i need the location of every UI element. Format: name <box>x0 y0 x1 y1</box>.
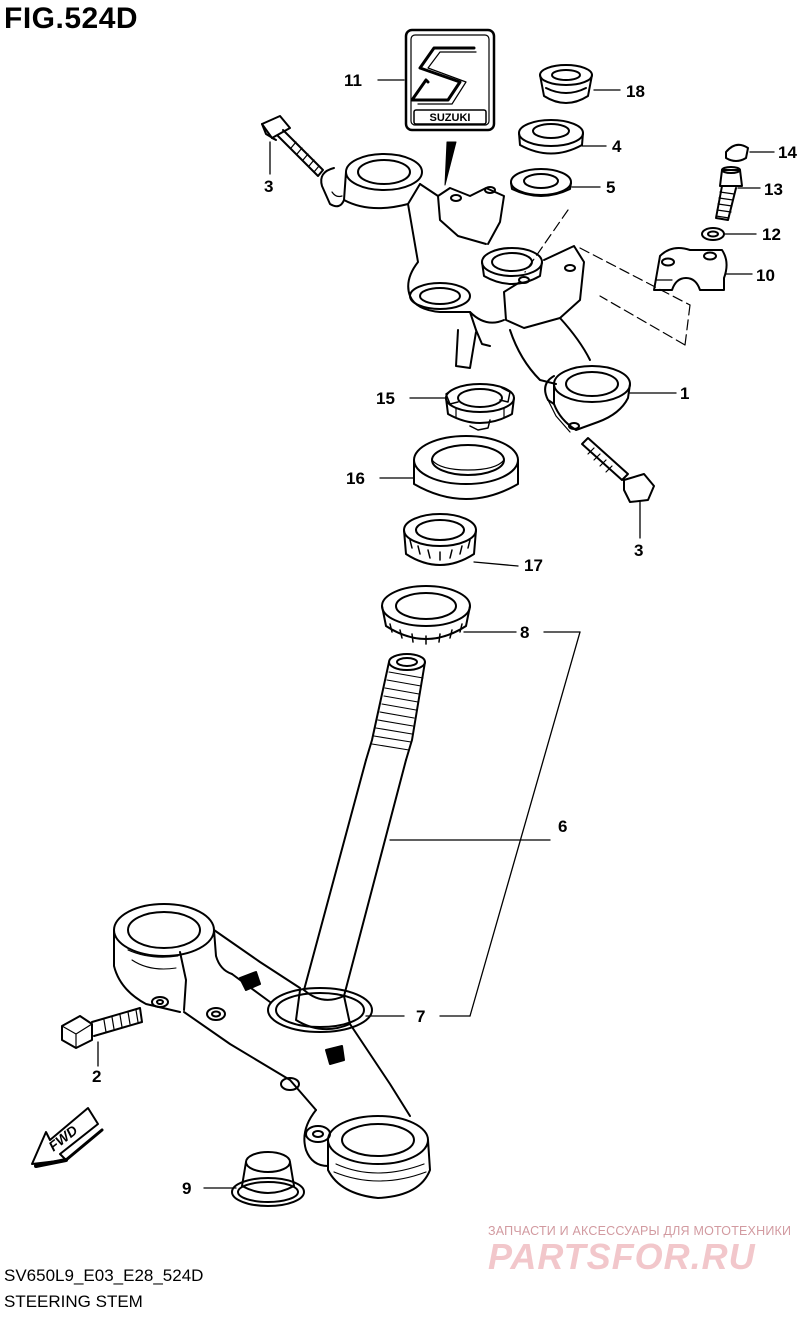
upper-bracket-1 <box>320 153 631 433</box>
emblem-logo-text: SUZUKI <box>430 112 471 124</box>
model-code: SV650L9_E03_E28_524D <box>4 1266 204 1285</box>
callout-7: 7 <box>416 1007 425 1026</box>
assembly-leader-lines <box>524 209 691 346</box>
callout-3-upper: 3 <box>264 177 273 196</box>
handlebar-clamp-10 <box>653 247 728 291</box>
steering-stem-6 <box>295 653 426 1031</box>
callout-14: 14 <box>778 143 797 162</box>
callout-17: 17 <box>524 556 543 575</box>
locknut-4 <box>518 119 584 155</box>
cap-nut-18 <box>539 64 593 104</box>
callout-3-lower: 3 <box>634 541 643 560</box>
washer-5 <box>510 168 572 197</box>
callout-11: 11 <box>344 71 362 90</box>
figure-caption: STEERING STEM <box>4 1292 143 1311</box>
callout-10: 10 <box>756 266 775 285</box>
bolt-13 <box>715 166 743 221</box>
washer-12 <box>701 227 725 241</box>
watermark-brand: PARTSFOR.RU <box>488 1236 756 1277</box>
dust-seal-16 <box>413 435 519 500</box>
callout-13: 13 <box>764 180 783 199</box>
bearing-17 <box>403 513 477 566</box>
callout-5: 5 <box>606 178 615 197</box>
callout-12: 12 <box>762 225 781 244</box>
locknut-15 <box>445 383 515 431</box>
watermark-subtitle: ЗАПЧАСТИ И АКСЕССУАРЫ ДЛЯ МОТОТЕХНИКИ <box>488 1224 792 1238</box>
callout-8: 8 <box>520 623 529 642</box>
pinch-bolt-3-upper <box>261 115 324 177</box>
bolt-2 <box>61 1007 143 1049</box>
callout-leader-lines <box>97 79 775 1189</box>
suzuki-s-logo-icon <box>410 46 476 102</box>
lower-bracket <box>113 903 431 1199</box>
figure-title: FIG.524D <box>4 2 139 35</box>
pinch-bolt-3-lower <box>581 437 655 503</box>
callout-15: 15 <box>376 389 395 408</box>
fwd-arrow-icon: FWD <box>31 1107 104 1168</box>
callout-1: 1 <box>680 384 689 403</box>
callout-9: 9 <box>182 1179 191 1198</box>
cap-9 <box>231 1151 305 1207</box>
callout-numbers: 11 18 4 5 3 14 13 12 10 1 15 16 3 17 8 6… <box>92 71 797 1198</box>
seal-ring-7 <box>267 987 373 1033</box>
callout-2: 2 <box>92 1067 101 1086</box>
cap-14 <box>725 143 749 162</box>
callout-16: 16 <box>346 469 365 488</box>
callout-4: 4 <box>612 137 622 156</box>
callout-6: 6 <box>558 817 567 836</box>
callout-18: 18 <box>626 82 645 101</box>
suzuki-emblem: SUZUKI <box>404 28 496 186</box>
bearing-8 <box>381 585 471 645</box>
